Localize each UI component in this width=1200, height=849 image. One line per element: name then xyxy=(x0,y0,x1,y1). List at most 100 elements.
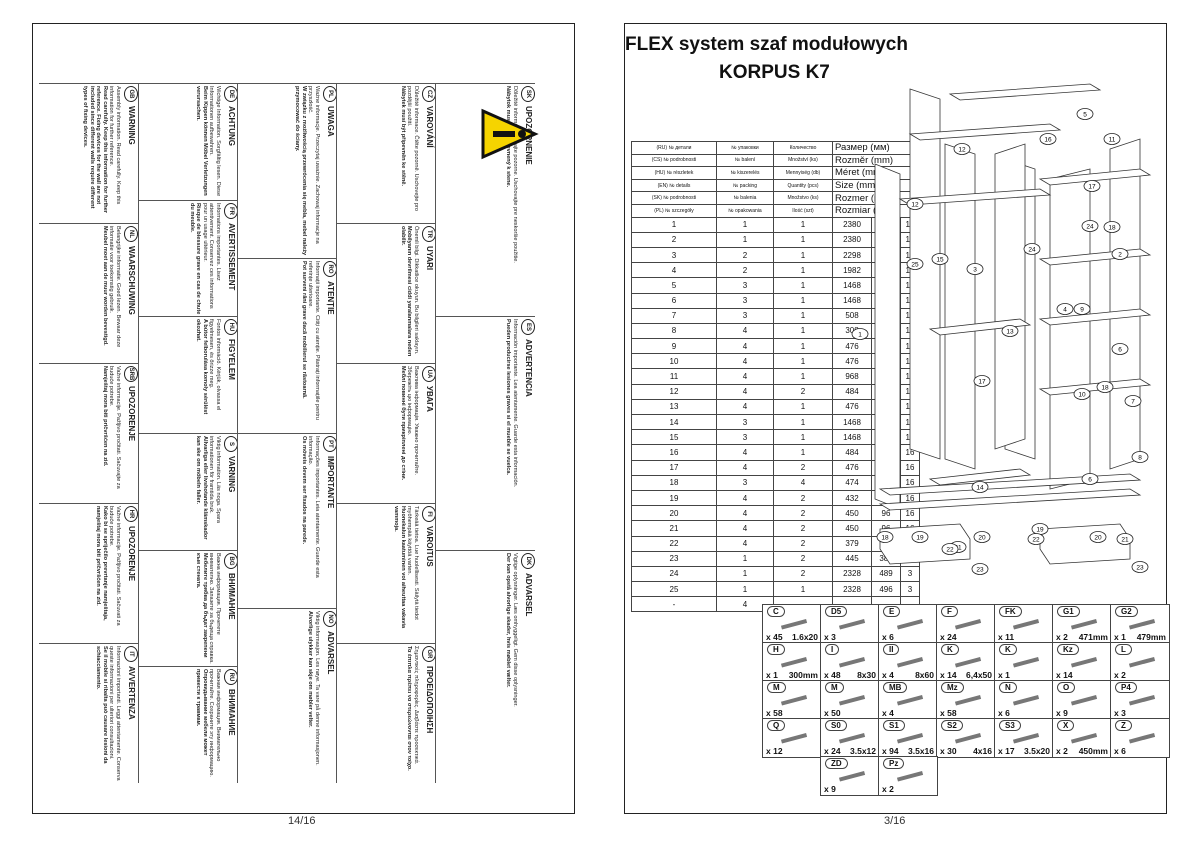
callout-bubble xyxy=(911,531,929,543)
callout-label: 5 xyxy=(1083,112,1087,119)
product-title: FLEX system szaf modułowych xyxy=(625,34,908,55)
hardware-icon xyxy=(1128,732,1156,744)
warning-title: ATENȚIE xyxy=(326,281,336,315)
callout-label: 12 xyxy=(958,147,966,154)
warning-bold-text: Os móveis devem ser fixados na parede. xyxy=(300,436,307,545)
warning-title: WARNING xyxy=(127,106,137,145)
warning-info-text: Σημαντικές πληροφορίες. Διαβάστε προσεκτ… xyxy=(413,646,419,765)
callout-bubble xyxy=(1039,133,1057,145)
hardware-quantity: x 11 xyxy=(998,632,1015,642)
warning-block-sk: SKUPOZORNENIEDôležité informácie. Čítajt… xyxy=(436,83,535,317)
table-cell: 1 xyxy=(773,262,833,279)
callout-label: 23 xyxy=(1136,565,1144,572)
shelf-shape xyxy=(908,123,1062,141)
language-code-badge: TR xyxy=(422,226,436,242)
hardware-size: 6,4x50 xyxy=(966,670,992,680)
parts-page: FLEX system szaf modułowych KORPUS K7 (R… xyxy=(624,23,1170,814)
table-cell: 1 xyxy=(773,353,833,370)
callout-label: 18 xyxy=(881,535,889,542)
hardware-icon xyxy=(896,732,924,744)
hardware-code: Z xyxy=(1115,720,1132,731)
warning-info-text: Važne informacije. Pažljivo pročitati. S… xyxy=(108,506,121,626)
table-cell: 2 xyxy=(716,262,774,279)
hardware-size: 8x60 xyxy=(915,670,934,680)
callout-bubble xyxy=(1111,248,1129,260)
warning-bold-text: Meubel moet aan de muur worden bevestigd… xyxy=(101,226,108,346)
table-cell: 17 xyxy=(631,459,717,476)
warning-bold-text: Меблі повинні бути прикріплені до стіни. xyxy=(399,366,406,481)
warning-title: VARNING xyxy=(227,456,237,493)
callout-bubble xyxy=(1131,451,1149,463)
callout-bubble xyxy=(1131,561,1149,573)
warning-bold-text: Der kan opstå alvorlige skader, hvis møb… xyxy=(505,552,512,688)
table-header-cell: № balenia xyxy=(716,191,774,205)
warning-info-text: Важлива інформація. Уважно прочитайте. З… xyxy=(406,366,419,476)
table-cell: 11 xyxy=(631,368,717,385)
table-cell: 4 xyxy=(716,520,774,537)
callout-label: 20 xyxy=(978,535,986,542)
table-cell: 12 xyxy=(631,383,717,400)
hardware-quantity: x 94 xyxy=(882,746,899,756)
callout-label: 9 xyxy=(1080,307,1084,314)
language-code-badge: RO xyxy=(323,261,337,277)
hardware-quantity: x 3 xyxy=(1114,708,1126,718)
hardware-quantity: x 24 xyxy=(824,746,841,756)
warning-title: UWAGA xyxy=(326,106,336,137)
callout-bubble xyxy=(1056,303,1074,315)
hardware-quantity: x 14 xyxy=(940,670,957,680)
table-cell: 1 xyxy=(773,277,833,294)
table-header-cell: (CS) № podrobnosti xyxy=(631,153,717,168)
callout-bubble xyxy=(973,375,991,387)
table-cell: 3 xyxy=(631,246,717,264)
table-header-cell: Quantity (pcs) xyxy=(773,178,833,193)
warning-info-text: Informații importante. Citiți cu atenție… xyxy=(307,261,320,420)
warning-title: AVERTISSEMENT xyxy=(227,222,237,291)
exploded-assembly-diagram: 1234566789101112121314151617171818181919… xyxy=(851,83,1152,575)
hardware-size: 1.6x20 xyxy=(792,632,818,642)
hardware-quantity: x 1 xyxy=(766,670,778,680)
table-cell: 4 xyxy=(716,505,774,522)
shelf-shape xyxy=(1038,168,1152,186)
hardware-code: X xyxy=(1057,720,1075,731)
callout-label: 22 xyxy=(946,547,954,554)
hardware-code: S3 xyxy=(999,720,1021,731)
warning-bold-text: Alvorlige ulykker kan skje om møbler vel… xyxy=(307,611,314,728)
hardware-icon xyxy=(780,732,808,744)
callout-label: 24 xyxy=(1028,247,1036,254)
callout-label: 21 xyxy=(1121,537,1129,544)
table-cell: 4 xyxy=(716,535,774,552)
warning-bold-text: Allvarliga eller livshotande klämskador … xyxy=(195,436,208,540)
hardware-size: 300mm xyxy=(788,670,818,680)
table-cell: 2 xyxy=(716,246,774,264)
warning-title: ВНИМАНИЕ xyxy=(227,689,237,736)
table-cell: 1 xyxy=(716,581,774,598)
hardware-icon xyxy=(896,694,924,706)
hardware-code: S2 xyxy=(941,720,963,731)
panel-shape xyxy=(944,143,976,470)
hardware-size: 8x30 xyxy=(857,670,876,680)
hardware-quantity: x 2 xyxy=(882,784,894,794)
warning-title: VAROITUS xyxy=(425,526,435,567)
warning-title: UPOZORENJE xyxy=(127,526,137,582)
warning-info-text: Ważne informacje. Przeczytaj uważnie. Za… xyxy=(307,86,320,244)
callout-bubble xyxy=(1073,303,1091,315)
warning-info-text: Fontos információ. Kérjük, olvassa el fi… xyxy=(208,319,221,411)
warning-bold-text: Nábytek musí být připevněn ke stěně. xyxy=(399,86,406,187)
table-cell: 2 xyxy=(773,535,833,552)
table-row: 17424769616 xyxy=(631,459,920,476)
hardware-icon xyxy=(1070,618,1098,630)
table-cell: 1 xyxy=(716,565,774,583)
language-code-badge: UA xyxy=(422,366,436,382)
